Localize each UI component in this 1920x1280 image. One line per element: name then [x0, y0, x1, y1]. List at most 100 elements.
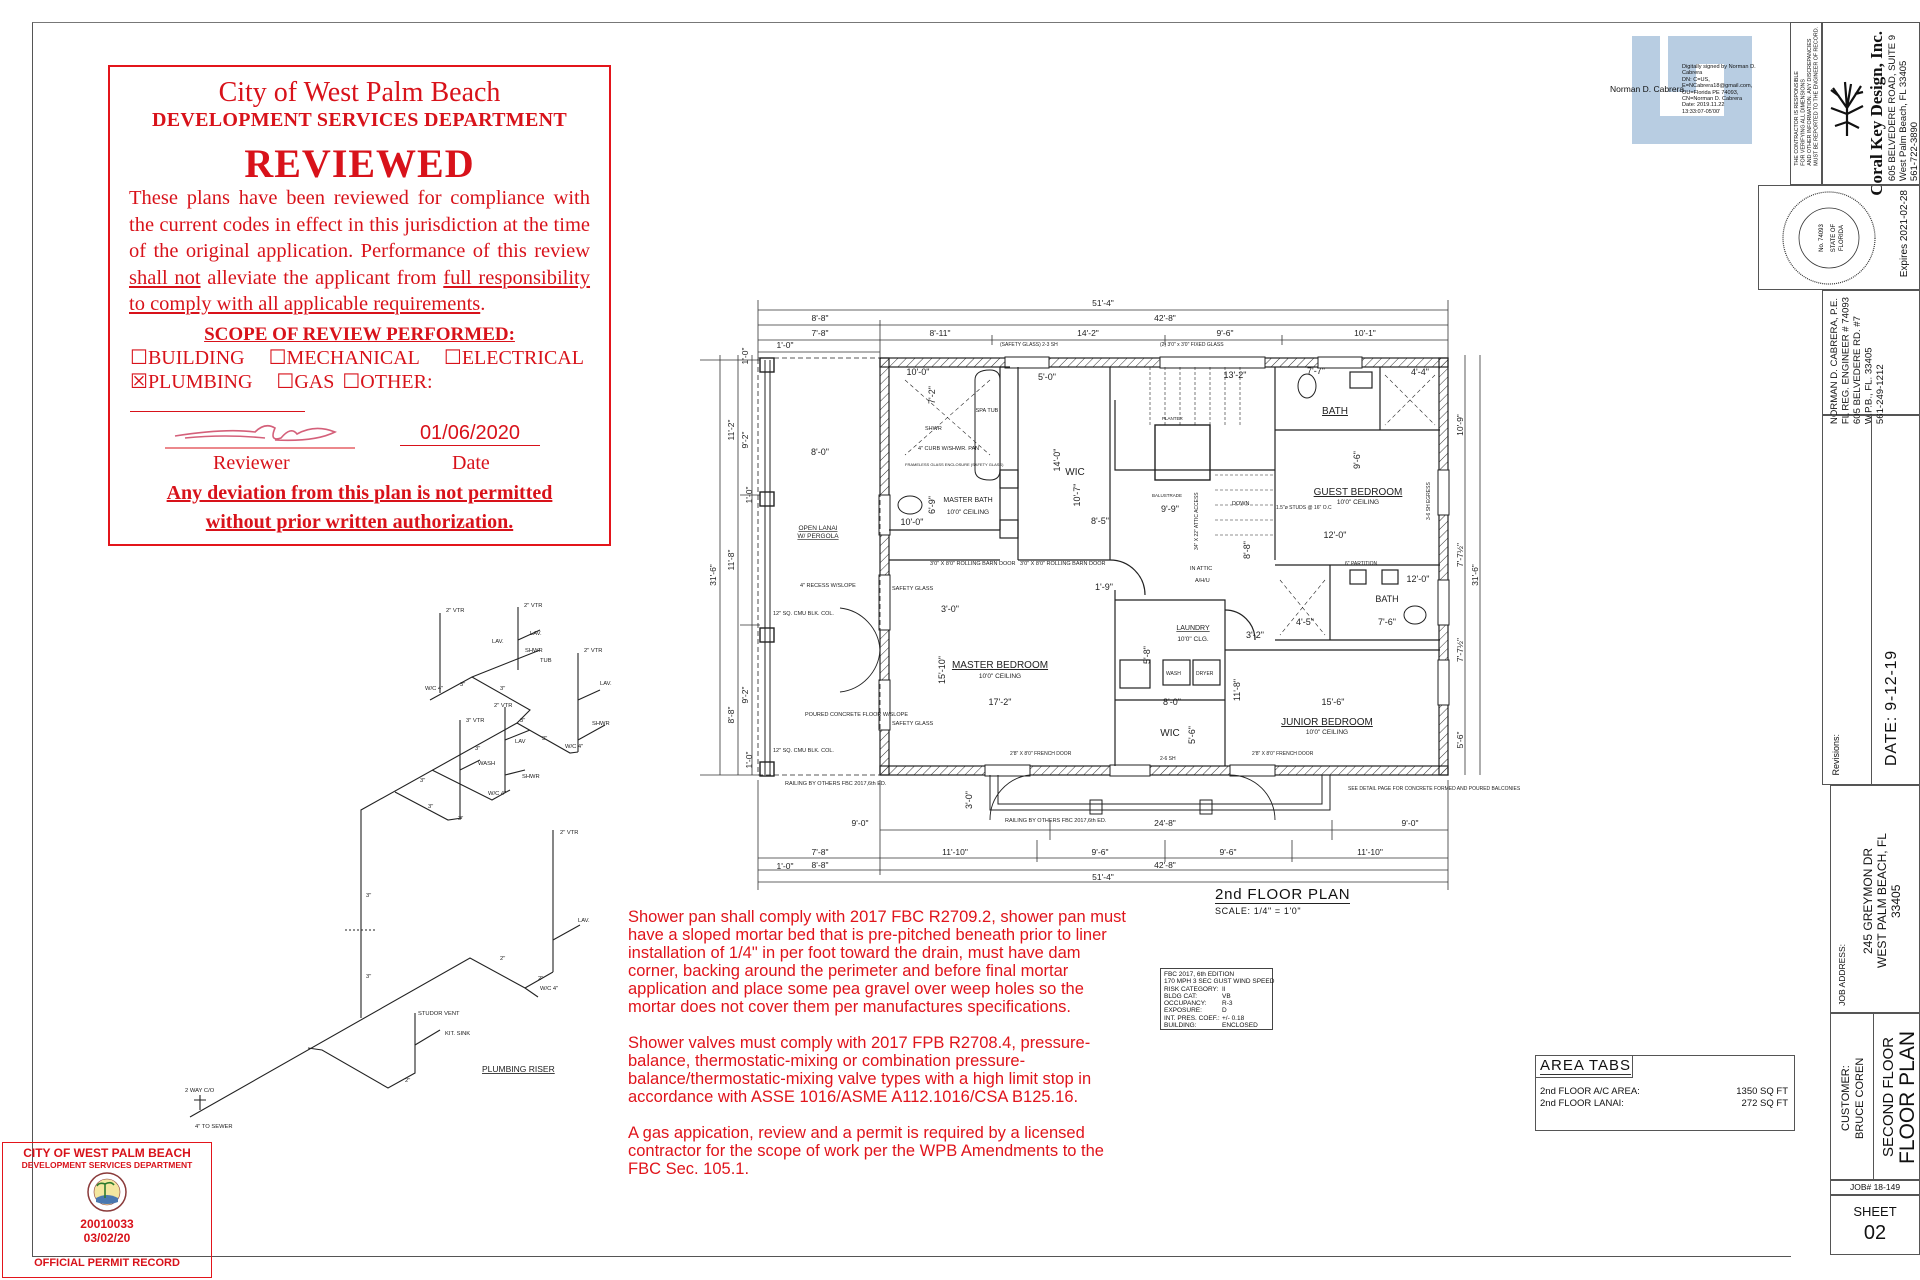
para-text: These plans have been reviewed for compl…	[129, 187, 590, 262]
permit-number: 20010033	[80, 1217, 134, 1231]
text-line: OU=Florida PE 74093,	[1682, 89, 1739, 96]
text-line: Digitally signed by Norman D.	[1682, 64, 1756, 70]
drawing-label: LAV.	[600, 681, 612, 687]
plan-annotations: SPA TUB SHWR 4" CURB W/SHWR. PAN FRAMELE…	[773, 342, 1521, 824]
drawing-label: 2" VTR	[560, 830, 579, 836]
deviation-line-1: Any deviation from this plan is not perm…	[166, 481, 553, 504]
para-text: alleviate the applicant from	[207, 266, 437, 289]
text-line: PLUMBING	[147, 370, 253, 393]
drawing-label: 14'-0"	[1052, 449, 1062, 472]
drawing-label: 7'-7"	[1307, 366, 1325, 376]
signature-logo-icon	[1632, 36, 1752, 144]
drawing-label: 9'-9"	[1161, 504, 1179, 514]
drawing-label: FRAMELESS GLASS ENCLOSURE (SAFETY GLASS)	[905, 462, 1004, 467]
drawing-label: STATE OF	[1831, 223, 1837, 252]
text-line: ENCLOSED	[1222, 1022, 1258, 1030]
review-date: 01/06/2020	[400, 422, 540, 446]
check-gas: ☐GAS	[276, 371, 334, 393]
drawing-label: 9'-2"	[740, 687, 750, 704]
drawing-label: 7'-7½"	[1455, 638, 1465, 662]
drawing-label: 3-6 SH EGRESS	[1426, 482, 1432, 520]
drawing-label: 12" SQ. CMU BLK. COL.	[773, 748, 834, 754]
drawing-label: 1'-0"	[740, 348, 750, 365]
drawing-label: 1'-0"	[777, 861, 794, 871]
drawing-label: RAILING BY OTHERS FBC 2017,6th ED.	[785, 781, 887, 787]
stamp-department: DEVELOPMENT SERVICES DEPARTMENT	[152, 109, 567, 131]
check-mechanical: ☐MECHANICAL	[269, 347, 420, 369]
review-notes: Shower pan shall comply with 2017 FBC R2…	[628, 908, 1128, 1196]
drawing-label: 7'-2"	[927, 386, 937, 404]
drawing-label: 3"	[500, 686, 505, 692]
text-line: DN: C=US,	[1682, 76, 1710, 83]
text-line: R-3	[1222, 1000, 1233, 1008]
drawing-label: 5'-6"	[1187, 726, 1197, 744]
room-master-bedroom: MASTER BEDROOM	[952, 660, 1048, 671]
drawing-label: 11'-8"	[1232, 679, 1242, 701]
text-line: ELECTRICAL	[461, 346, 585, 369]
drawing-label: 8'-8"	[812, 313, 829, 323]
drawing-label: 3"	[475, 746, 480, 752]
drawing-label: 7'-8"	[812, 328, 829, 338]
drawing-label: 5'-8"	[1142, 646, 1152, 664]
drawing-label: 17'-2"	[989, 697, 1012, 707]
drawing-label: BALUSTRADE	[1152, 493, 1182, 498]
drawing-label: 3"	[520, 718, 525, 724]
drawing-label: 2 WAY C/O	[185, 1088, 215, 1094]
text-line: 170 MPH 3 SEC GUST WIND SPEED	[1164, 978, 1275, 986]
room-bath-2: BATH	[1375, 594, 1398, 604]
note-shower-valves: Shower valves must comply with 2017 FPB …	[628, 1034, 1092, 1106]
riser-title: PLUMBING RISER	[482, 1064, 555, 1074]
drawing-label: 8'-8"	[1242, 541, 1252, 559]
drawing-label: POURED CONCRETE FLOOR W/SLOPE	[805, 712, 908, 718]
permit-city: CITY OF WEST PALM BEACH	[23, 1146, 191, 1160]
room-master-bath: MASTER BATH	[943, 497, 992, 504]
area-row: 2nd FLOOR LANAI:272 SQ FT	[1540, 1098, 1788, 1109]
drawing-label: 2" VTR	[446, 608, 465, 614]
drawing-label: 1'-0"	[744, 487, 754, 504]
drawing-label: SAFETY GLASS	[892, 586, 933, 592]
drawing-label: 3"	[542, 736, 547, 742]
drawing-label: 51'-4"	[1092, 872, 1114, 882]
note-shower-pan: Shower pan shall comply with 2017 FBC R2…	[628, 908, 1127, 1016]
drawing-label: 15'-6"	[1322, 697, 1345, 707]
text-line: ☐	[268, 346, 287, 369]
drawing-label: W/C 4"	[425, 686, 443, 692]
sheet-box: SHEET 02	[1830, 1195, 1920, 1255]
drawing-label: TUB	[540, 658, 552, 664]
text-line: BUILDING:	[1164, 1022, 1197, 1030]
drawing-label: RAILING BY OTHERS FBC 2017,6th ED.	[1005, 818, 1107, 824]
drawing-label: 10'0" CEILING	[979, 673, 1021, 680]
drawing-label: 42'-8"	[1154, 860, 1176, 870]
area-row: 2nd FLOOR A/C AREA:1350 SQ FT	[1540, 1086, 1788, 1097]
other-line	[130, 410, 305, 412]
engineer-seal-icon: No. 74093 STATE OF FLORIDA	[1782, 191, 1876, 285]
code-info-box: FBC 2017, 6th EDITION 170 MPH 3 SEC GUST…	[1160, 968, 1275, 1030]
drawing-label: 4" TO SEWER	[195, 1124, 233, 1130]
drawing-label: 3"	[428, 804, 433, 810]
drawing-label: 9'-6"	[1352, 451, 1362, 469]
drawing-label: 10'-0"	[907, 367, 930, 377]
drawing-label: 3'0" X 8'0" ROLLING BARN DOOR	[930, 561, 1016, 567]
drawing-label: KIT. SINK	[445, 1031, 470, 1037]
text-line: VB	[1222, 992, 1231, 1000]
drawing-label: 3" VTR	[466, 718, 485, 724]
reviewer-label: Reviewer	[213, 451, 290, 474]
drawing-label: 2-6 SH	[1160, 756, 1176, 762]
stamp-paragraph: These plans have been reviewed for compl…	[110, 185, 609, 318]
room-guest-bedroom: GUEST BEDROOM	[1314, 487, 1403, 498]
area-tabs-title: AREA TABS	[1536, 1056, 1633, 1078]
drawing-label: 3'-0"	[941, 604, 959, 614]
drawing-label: 2"	[500, 956, 505, 962]
drawing-label: LAV.	[578, 918, 590, 924]
area-tabs: AREA TABS 2nd FLOOR A/C AREA:1350 SQ FT …	[1535, 1055, 1795, 1131]
text-line: OTHER:	[360, 370, 433, 393]
drawing-label: 7'-8"	[812, 847, 829, 857]
text-line: FBC 2017, 6th EDITION	[1164, 971, 1235, 978]
text-line: 2nd FLOOR A/C AREA:	[1540, 1086, 1640, 1097]
drawing-label: 10'0" CEILING	[1337, 499, 1379, 506]
text-line: BUILDING	[147, 346, 245, 369]
drawing-label: 14'-2"	[1077, 328, 1099, 338]
riser-labels: 2" VTR 2" VTR 2" VTR 2" VTR 3" VTR 2" VT…	[185, 603, 612, 1130]
text-line: BLDG CAT:	[1164, 992, 1198, 1000]
drawing-label: DOWN	[1232, 501, 1249, 507]
